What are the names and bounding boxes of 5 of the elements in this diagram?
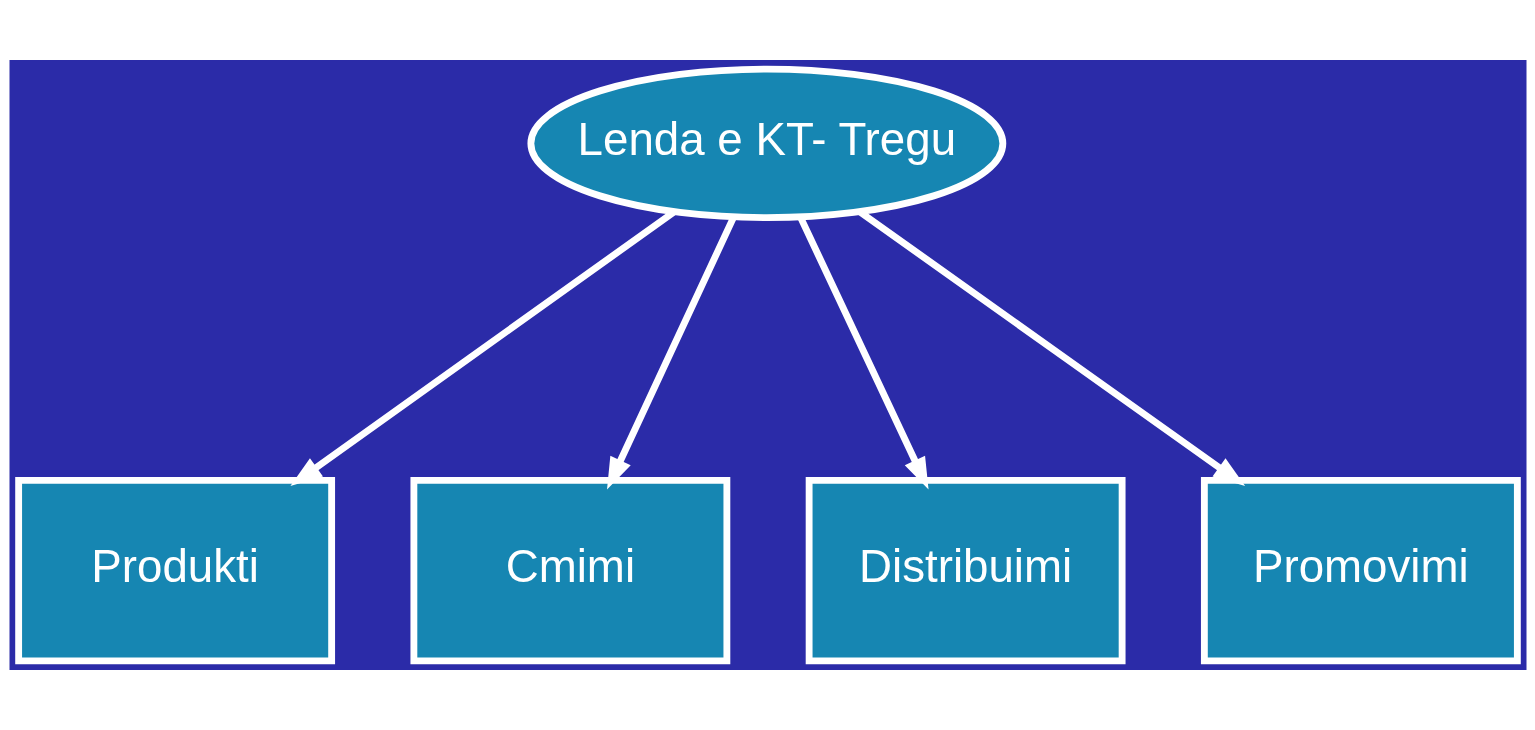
node-box: Promovimi (1200, 476, 1521, 665)
node-box: Produkti (14, 476, 335, 665)
node-box: Distribuimi (805, 476, 1126, 665)
node-box: Cmimi (409, 476, 730, 665)
node-ellipse: Lenda e KT- Tregu (526, 65, 1006, 222)
